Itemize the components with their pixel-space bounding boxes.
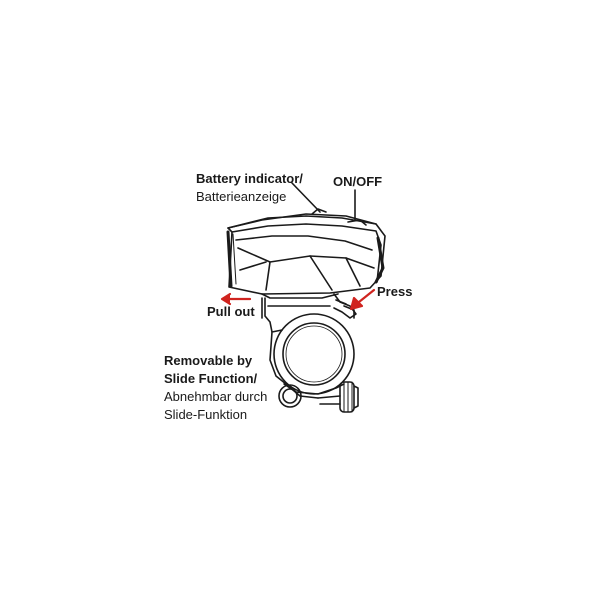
handlebar-clamp: [269, 313, 359, 413]
pull-out-label: Pull out: [207, 304, 255, 319]
removable-label-line2: Slide Function/: [164, 371, 258, 386]
removable-label-line3: Abnehmbar durch: [164, 389, 268, 404]
battery-indicator-label-en: Battery indicator/: [196, 171, 303, 186]
removable-label-line1: Removable by: [164, 353, 253, 368]
arrow-down-left-icon: [349, 288, 376, 311]
battery-indicator-leader: [291, 182, 321, 213]
battery-indicator-label-de: Batterieanzeige: [196, 189, 287, 204]
lamp-housing: [226, 208, 386, 299]
on-off-label: ON/OFF: [333, 174, 383, 189]
removable-label: Removable by Slide Function/ Abnehmbar d…: [164, 352, 267, 424]
press-label: Press: [377, 284, 413, 299]
arrow-left-icon: [220, 292, 252, 306]
removable-label-line4: Slide-Funktion: [164, 407, 248, 422]
mount-base: [261, 293, 357, 333]
battery-indicator-label: Battery indicator/ Batterieanzeige: [196, 170, 303, 206]
